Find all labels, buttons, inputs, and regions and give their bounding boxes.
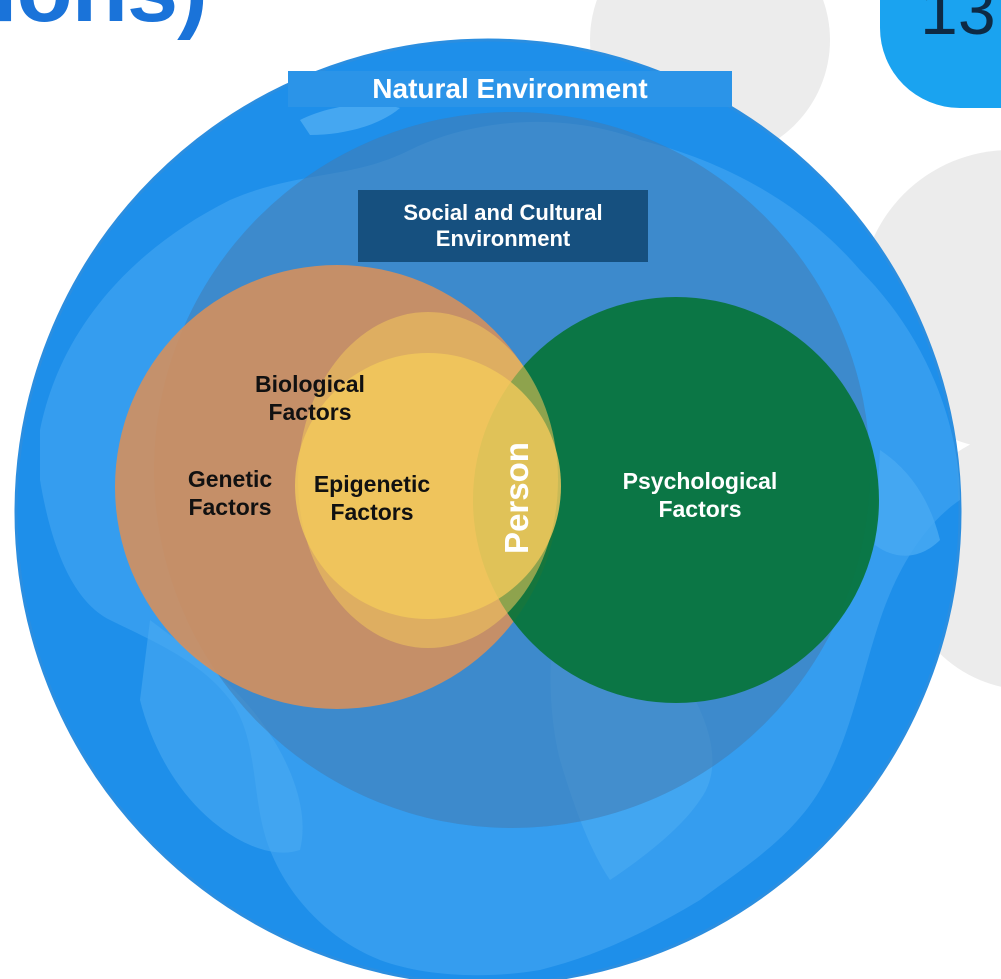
psychological-factors-circle	[473, 297, 879, 703]
psychological-factors-line1: Psychological	[622, 468, 778, 494]
genetic-factors-line2: Factors	[188, 494, 272, 521]
page-number: 13	[920, 0, 996, 49]
social-environment-line2: Environment	[435, 226, 571, 251]
genetic-factors-label: Genetic Factors	[170, 465, 290, 521]
epigenetic-factors-line2: Factors	[330, 499, 414, 526]
social-cultural-environment-label: Social and Cultural Environment	[358, 190, 648, 262]
epigenetic-factors-ellipse	[298, 312, 558, 648]
epigenetic-factors-label: Epigenetic Factors	[292, 470, 452, 526]
biological-factors-line1: Biological	[255, 371, 365, 397]
psychological-factors-line2: Factors	[658, 496, 742, 523]
genetic-factors-line1: Genetic	[187, 466, 273, 492]
person-label: Person	[498, 442, 535, 554]
psychological-factors-label: Psychological Factors	[580, 467, 820, 523]
biological-factors-label: Biological Factors	[230, 370, 390, 426]
page-title-fragment: ions)	[0, 0, 208, 43]
social-environment-line1: Social and Cultural	[403, 199, 603, 225]
globe-rim	[14, 38, 962, 979]
biological-factors-line2: Factors	[268, 399, 352, 426]
epigenetic-factors-line1: Epigenetic	[313, 471, 431, 497]
natural-environment-label: Natural Environment	[288, 71, 732, 107]
